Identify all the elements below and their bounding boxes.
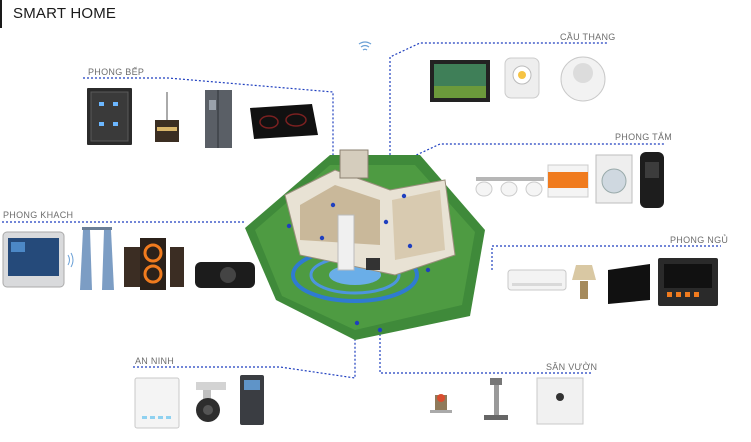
induction-cooktop bbox=[250, 104, 318, 139]
wifi-icon bbox=[358, 41, 372, 51]
speakers bbox=[124, 238, 184, 290]
dome-camera bbox=[196, 382, 226, 422]
ceiling-motion-sensor bbox=[560, 56, 606, 102]
phong-khach-devices bbox=[2, 227, 255, 290]
label-an-ninh: AN NINH bbox=[135, 356, 175, 366]
label-phong-ngu: PHONG NGỦ bbox=[670, 235, 729, 245]
san-vuon-devices bbox=[430, 377, 584, 425]
label-san-vuon: SÂN VƯỜN bbox=[546, 362, 598, 372]
page-title: SMART HOME bbox=[13, 5, 117, 22]
phong-ngu-devices bbox=[507, 258, 718, 306]
label-phong-khach: PHONG KHACH bbox=[3, 210, 74, 220]
connector-an-ninh bbox=[133, 326, 356, 379]
phong-tam-devices bbox=[475, 152, 664, 208]
smart-house-illustration bbox=[245, 149, 485, 340]
label-phong-tam: PHONG TẮM bbox=[615, 132, 673, 142]
washing-machine bbox=[595, 154, 633, 204]
an-ninh-devices bbox=[134, 375, 264, 429]
title-accent-bar bbox=[0, 0, 2, 28]
connector-lines bbox=[2, 42, 721, 379]
window-curtains bbox=[80, 227, 114, 290]
wifi-signal-small-icon bbox=[67, 252, 74, 268]
bathroom-panel bbox=[640, 152, 664, 208]
pendant-lamp bbox=[155, 92, 179, 142]
wall-art-frame bbox=[430, 60, 490, 102]
flat-tv bbox=[608, 264, 650, 304]
table-lamp bbox=[572, 265, 596, 299]
ceiling-spotlight bbox=[504, 57, 540, 99]
refrigerator bbox=[205, 90, 232, 148]
phong-bep-devices bbox=[87, 88, 318, 148]
water-heater bbox=[547, 164, 589, 198]
projector bbox=[195, 262, 255, 288]
wall-lamps bbox=[475, 177, 544, 197]
connector-san-vuon bbox=[379, 330, 591, 374]
connector-phong-ngu bbox=[491, 245, 721, 270]
air-conditioner bbox=[507, 269, 567, 291]
sprinkler-head bbox=[430, 394, 452, 413]
wall-switch-panel bbox=[87, 88, 132, 145]
garden-wall-switch bbox=[536, 377, 584, 425]
cau-thang-devices bbox=[430, 56, 606, 102]
garden-light bbox=[484, 378, 508, 420]
label-cau-thang: CẦU THANG bbox=[560, 32, 616, 42]
connector-cau-thang bbox=[389, 42, 608, 175]
bedroom-control-panel bbox=[658, 258, 718, 306]
touch-screen-panel bbox=[2, 231, 65, 288]
connector-phong-tam bbox=[409, 143, 664, 195]
security-hub bbox=[134, 377, 180, 429]
door-access-keypad bbox=[240, 375, 264, 425]
label-phong-bep: PHONG BẾP bbox=[88, 67, 145, 77]
